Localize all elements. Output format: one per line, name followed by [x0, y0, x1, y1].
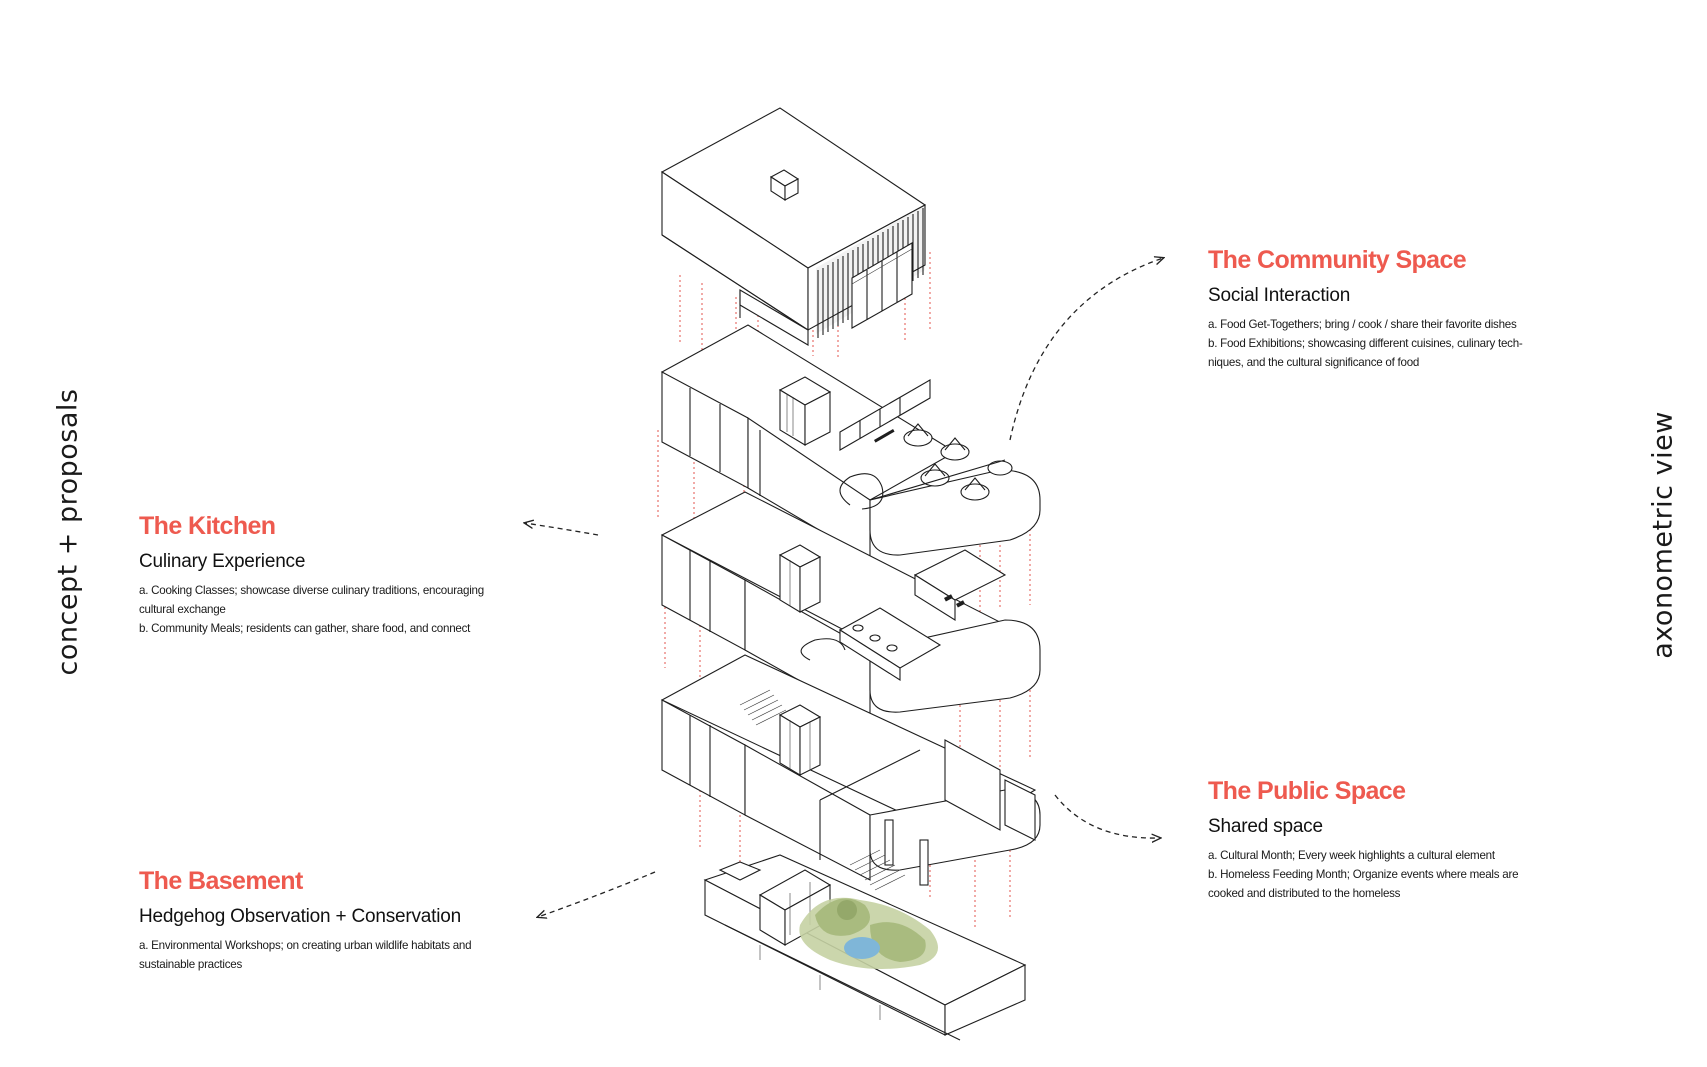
arrow-public: [1054, 794, 1160, 838]
arrow-kitchen: [525, 523, 599, 536]
kitchen-subtitle: Culinary Experience: [139, 551, 306, 572]
community-item-b-cont: niques, and the cultural significance of…: [1208, 356, 1420, 369]
community-item-b: b. Food Exhibitions; showcasing differen…: [1208, 337, 1523, 350]
side-label-concept: concept + proposals: [52, 388, 84, 676]
kitchen-title: The Kitchen: [139, 512, 276, 540]
seating-pods: [903, 423, 1013, 501]
community-space-annotation: The Community Space Social Interaction a…: [1208, 245, 1568, 372]
public-title: The Public Space: [1208, 777, 1406, 805]
public-item-a: a. Cultural Month; Every week highlights…: [1208, 849, 1495, 862]
louver-screen: [816, 205, 925, 338]
basement-annotation: The Basement Hedgehog Observation + Cons…: [139, 866, 519, 974]
community-level: [660, 324, 1041, 561]
community-title: The Community Space: [1208, 246, 1467, 274]
roof-level: [660, 107, 927, 346]
side-label-view: axonometric view: [1647, 411, 1679, 659]
kitchen-item-a-cont: cultural exchange: [139, 603, 226, 616]
public-level: [660, 654, 1041, 886]
arrow-basement: [538, 871, 656, 917]
kitchen-level: [660, 491, 1041, 721]
basement-level: [703, 849, 1027, 1041]
public-space-annotation: The Public Space Shared space a. Cultura…: [1208, 776, 1568, 903]
basement-item-a-cont: sustainable practices: [139, 958, 243, 971]
arrow-community: [1009, 258, 1163, 441]
stair: [739, 689, 787, 726]
basement-title: The Basement: [139, 867, 303, 895]
kitchen-annotation: The Kitchen Culinary Experience a. Cooki…: [139, 511, 519, 638]
basement-stair: [849, 849, 906, 891]
public-subtitle: Shared space: [1208, 816, 1323, 837]
pointer-arrows: [525, 258, 1163, 917]
kitchen-item-a: a. Cooking Classes; showcase diverse cul…: [139, 584, 484, 597]
hedgehog-garden: [799, 897, 938, 969]
basement-item-a: a. Environmental Workshops; on creating …: [139, 939, 472, 952]
kitchen-item-b: b. Community Meals; residents can gather…: [139, 622, 471, 635]
community-item-a: a. Food Get-Togethers; bring / cook / sh…: [1208, 318, 1517, 331]
basement-subtitle: Hedgehog Observation + Conservation: [139, 906, 462, 927]
community-subtitle: Social Interaction: [1208, 285, 1351, 306]
public-item-b: b. Homeless Feeding Month; Organize even…: [1208, 868, 1519, 881]
public-item-b-cont: cooked and distributed to the homeless: [1208, 887, 1401, 900]
